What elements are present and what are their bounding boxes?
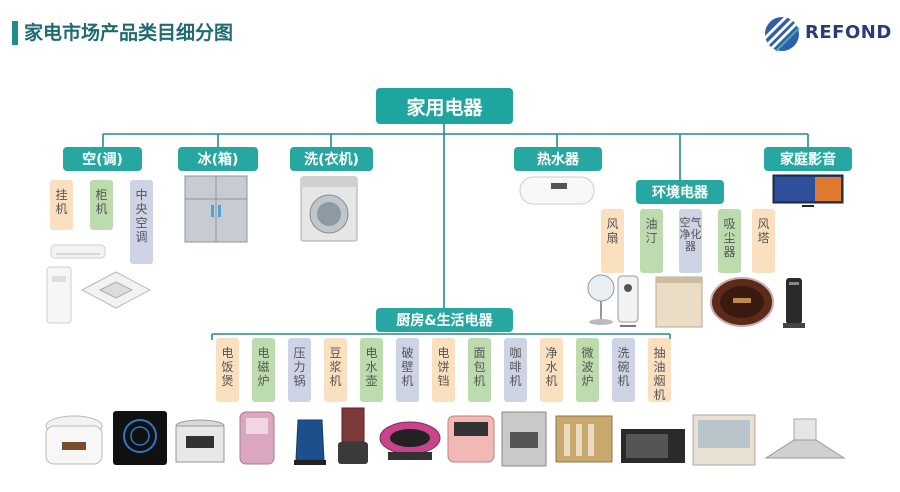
kitchen-item-induction: 电磁炉 [252, 338, 275, 402]
range-hood-image [764, 418, 846, 459]
rice-cooker-image [45, 415, 103, 465]
kitchen-item-rice-cooker: 电饭煲 [216, 338, 239, 402]
water-purifier-image [555, 415, 613, 463]
kitchen-item-water-purifier: 净水机 [540, 338, 563, 402]
category-fridge: 冰(箱) [178, 147, 258, 171]
kitchen-item-soymilk: 豆浆机 [324, 338, 347, 402]
logo-stripes-icon [763, 15, 800, 52]
induction-cooker-image [113, 411, 167, 465]
title-accent-bar [12, 21, 18, 45]
washing-machine-image [300, 176, 358, 242]
kitchen-item-microwave: 微波炉 [576, 338, 599, 402]
root-node: 家用电器 [376, 88, 513, 124]
env-item-air-purifier: 空气净化器 [679, 209, 702, 273]
category-environment: 环境电器 [636, 180, 724, 204]
category-water-heater: 热水器 [514, 147, 602, 171]
microwave-image [621, 429, 685, 463]
pressure-cooker-image [175, 419, 225, 463]
kitchen-item-pressure-cooker: 压力锅 [288, 338, 311, 402]
central-ac-image [80, 271, 152, 309]
category-washer: 洗(衣机) [290, 147, 373, 171]
env-item-fan: 风扇 [601, 209, 624, 273]
tower-fan-image [783, 278, 805, 328]
coffee-machine-image [501, 411, 547, 467]
logo-text: REFOND [805, 22, 892, 43]
env-item-oil-heater: 油汀 [640, 209, 663, 273]
fan-image [587, 274, 615, 325]
bread-maker-image [447, 415, 495, 463]
kitchen-item-dishwasher: 洗碗机 [612, 338, 635, 402]
kitchen-item-range-hood: 抽油烟机 [648, 338, 671, 402]
refrigerator-image [184, 175, 248, 243]
ac-item-wall: 挂机 [50, 180, 73, 230]
robot-vacuum-image [710, 277, 774, 327]
kettle-image [294, 419, 326, 465]
category-ac: 空(调) [63, 147, 142, 171]
kitchen-item-bread-maker: 面包机 [468, 338, 491, 402]
air-conditioner-image [50, 244, 106, 259]
blender-image [338, 407, 368, 464]
page-title: 家电市场产品类目细分图 [24, 22, 234, 44]
category-kitchen: 厨房&生活电器 [376, 308, 513, 332]
kitchen-item-griddle: 电饼铛 [432, 338, 455, 402]
soymilk-maker-image [239, 411, 275, 465]
electric-griddle-image [379, 421, 441, 460]
kitchen-item-blender: 破壁机 [396, 338, 419, 402]
air-purifier-image [655, 276, 703, 328]
kitchen-item-kettle: 电水壶 [360, 338, 383, 402]
tv-image [772, 174, 844, 207]
oil-heater-image [617, 275, 639, 327]
env-item-vacuum: 吸尘器 [718, 209, 741, 273]
env-item-tower-fan: 风塔 [752, 209, 775, 273]
kitchen-item-coffee: 咖啡机 [504, 338, 527, 402]
water-heater-image [519, 176, 595, 205]
ac-item-central: 中央空调 [130, 180, 153, 264]
ac-item-cabinet: 柜机 [90, 180, 113, 230]
floor-ac-image [46, 266, 72, 324]
dishwasher-image [692, 414, 756, 466]
category-home-theater: 家庭影音 [764, 147, 852, 171]
logo [762, 14, 802, 54]
